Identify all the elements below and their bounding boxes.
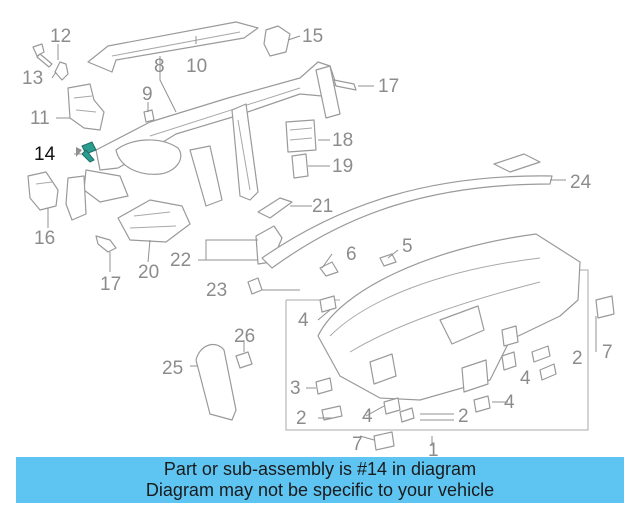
callout-26: 26 [234,326,255,347]
callout-labels: 1 2 2 2 3 4 4 4 4 5 6 7 7 8 9 10 11 12 1… [22,26,613,456]
callout-6: 6 [346,244,357,265]
part-20-duct [117,199,191,243]
part-10-top-cover [87,21,259,73]
part-15-bracket [263,25,291,57]
callout-22: 22 [170,250,191,271]
part-11-bracket [67,83,105,131]
callout-2: 2 [572,348,583,369]
callout-9: 9 [142,84,153,105]
callout-4: 4 [298,310,309,331]
part-17-bolt-upper [333,79,357,91]
callout-12: 12 [50,26,71,47]
part-16-bracket [27,171,59,211]
callout-23: 23 [206,280,227,301]
cross-car-beam [83,61,341,207]
callout-4: 4 [362,406,373,427]
part-26-clip [235,351,253,369]
banner-line-1: Part or sub-assembly is #14 in diagram [163,459,477,479]
callout-11: 11 [30,108,50,129]
callout-10: 10 [186,56,207,77]
part-18-module [285,119,317,153]
callout-2: 2 [296,408,307,429]
beam-left-end [65,175,87,221]
parts-diagram: 1 2 2 2 3 4 4 4 4 5 6 7 7 8 9 10 11 12 1… [22,21,615,456]
callout-13: 13 [22,68,43,89]
callout-18: 18 [332,130,353,151]
callout-7: 7 [602,342,613,363]
callout-2: 2 [458,406,469,427]
part-12-bolt [32,43,53,68]
leader-lines [47,35,597,446]
part-19-cover [291,153,309,179]
part-13-clip [54,61,69,81]
callout-4: 4 [520,368,531,389]
part-24-trim-strip [261,153,553,269]
part-1-instrument-panel [317,233,581,401]
callout-16: 16 [34,228,55,249]
callout-17: 17 [100,274,121,295]
callout-3: 3 [290,378,301,399]
callout-14: 14 [34,144,56,165]
callout-24: 24 [570,172,592,193]
callout-21: 21 [312,196,333,217]
callout-15: 15 [302,26,323,47]
part-14-bolt [81,141,97,163]
part-23-clip [247,277,263,295]
part-21-pad [257,197,293,219]
banner-line-2: Diagram may not be specific to your vehi… [145,480,495,500]
callout-4: 4 [504,392,515,413]
info-banner: Part or sub-assembly is #14 in diagram D… [16,457,624,503]
part-25-panel [195,343,237,421]
callout-1: 1 [428,440,439,456]
callout-5: 5 [402,236,413,257]
callout-19: 19 [332,156,353,177]
callout-7: 7 [352,434,363,455]
callout-17: 17 [378,76,399,97]
part-6-clip [319,261,339,277]
clips [315,295,615,451]
part-5-clip [379,253,397,267]
callout-8: 8 [154,56,165,77]
callout-20: 20 [138,262,159,283]
callout-25: 25 [162,358,183,379]
part-17-bolt-lower [95,235,117,253]
